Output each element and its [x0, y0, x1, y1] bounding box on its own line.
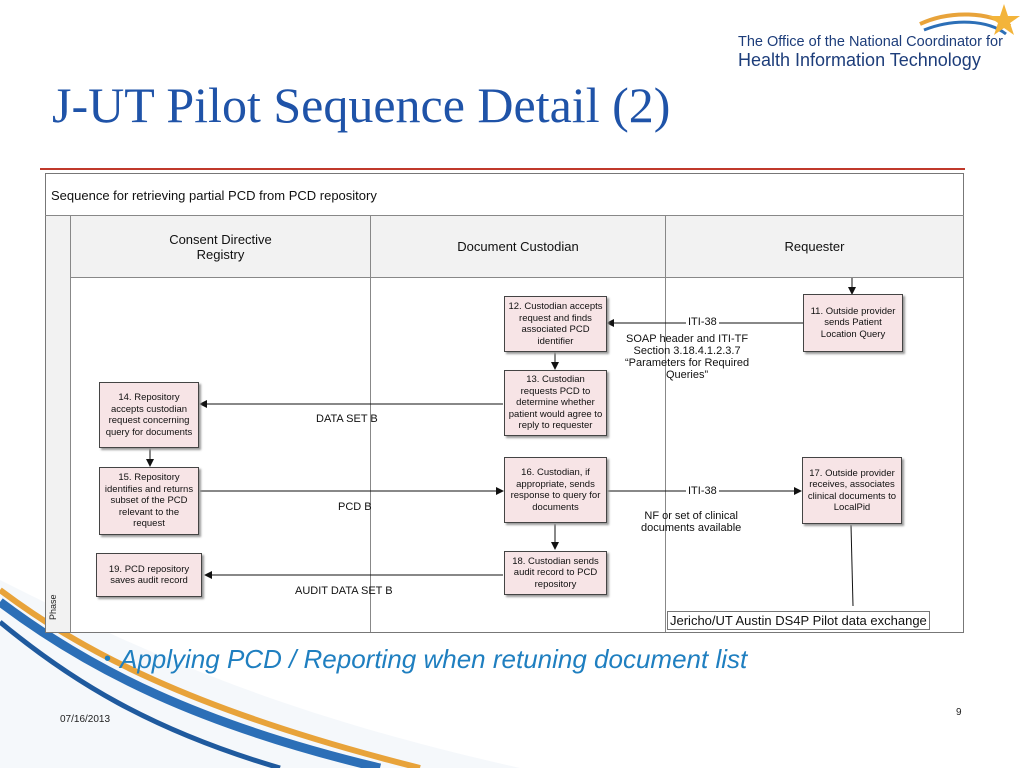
step-12-box: 12. Custodian accepts request and finds …: [504, 296, 607, 352]
step-11-box: 11. Outside provider sends Patient Locat…: [803, 294, 903, 352]
onc-logo-star-icon: [919, 4, 1020, 36]
title-divider: [40, 168, 965, 170]
diagram-title-divider: [45, 215, 964, 216]
lane-requester: Requester: [666, 216, 963, 278]
label-iti38-top: ITI-38: [686, 316, 719, 328]
lane-divider: [370, 216, 371, 632]
page-number: 9: [956, 707, 962, 718]
step-17-box: 17. Outside provider receives, associate…: [802, 457, 902, 524]
diagram-caption: Jericho/UT Austin DS4P Pilot data exchan…: [667, 611, 930, 630]
bullet-dot-icon: •: [104, 648, 112, 670]
label-soap-note: SOAP header and ITI-TF Section 3.18.4.1.…: [625, 333, 750, 381]
logo-line2: Health Information Technology: [738, 50, 981, 70]
step-13-box: 13. Custodian requests PCD to determine …: [504, 370, 607, 436]
lane-divider: [665, 216, 666, 632]
lane-document-custodian: Document Custodian: [371, 216, 665, 278]
step-19-box: 19. PCD repository saves audit record: [96, 553, 202, 597]
diagram-title: Sequence for retrieving partial PCD from…: [51, 188, 377, 203]
label-iti38-bottom: ITI-38: [686, 485, 719, 497]
decorative-swoosh: [0, 580, 520, 768]
step-15-box: 15. Repository identifies and returns su…: [99, 467, 199, 535]
step-16-box: 16. Custodian, if appropriate, sends res…: [504, 457, 607, 523]
label-nf-note: NF or set of clinical documents availabl…: [641, 510, 742, 534]
phase-column: [46, 216, 71, 632]
label-audit-data-set-b: AUDIT DATA SET B: [295, 585, 393, 597]
logo-line1: The Office of the National Coordinator f…: [738, 34, 1003, 50]
slide-date: 07/16/2013: [60, 714, 111, 725]
label-data-set-b: DATA SET B: [316, 413, 378, 425]
lane-consent-directive-registry: Consent Directive Registry: [71, 216, 370, 278]
slide-title: J-UT Pilot Sequence Detail (2): [52, 77, 671, 133]
step-14-box: 14. Repository accepts custodian request…: [99, 382, 199, 448]
step-18-box: 18. Custodian sends audit record to PCD …: [504, 551, 607, 595]
line-17-down: [850, 524, 854, 607]
label-pcd-b: PCD B: [338, 501, 372, 513]
bullet-text: Applying PCD / Reporting when retuning d…: [120, 644, 748, 674]
